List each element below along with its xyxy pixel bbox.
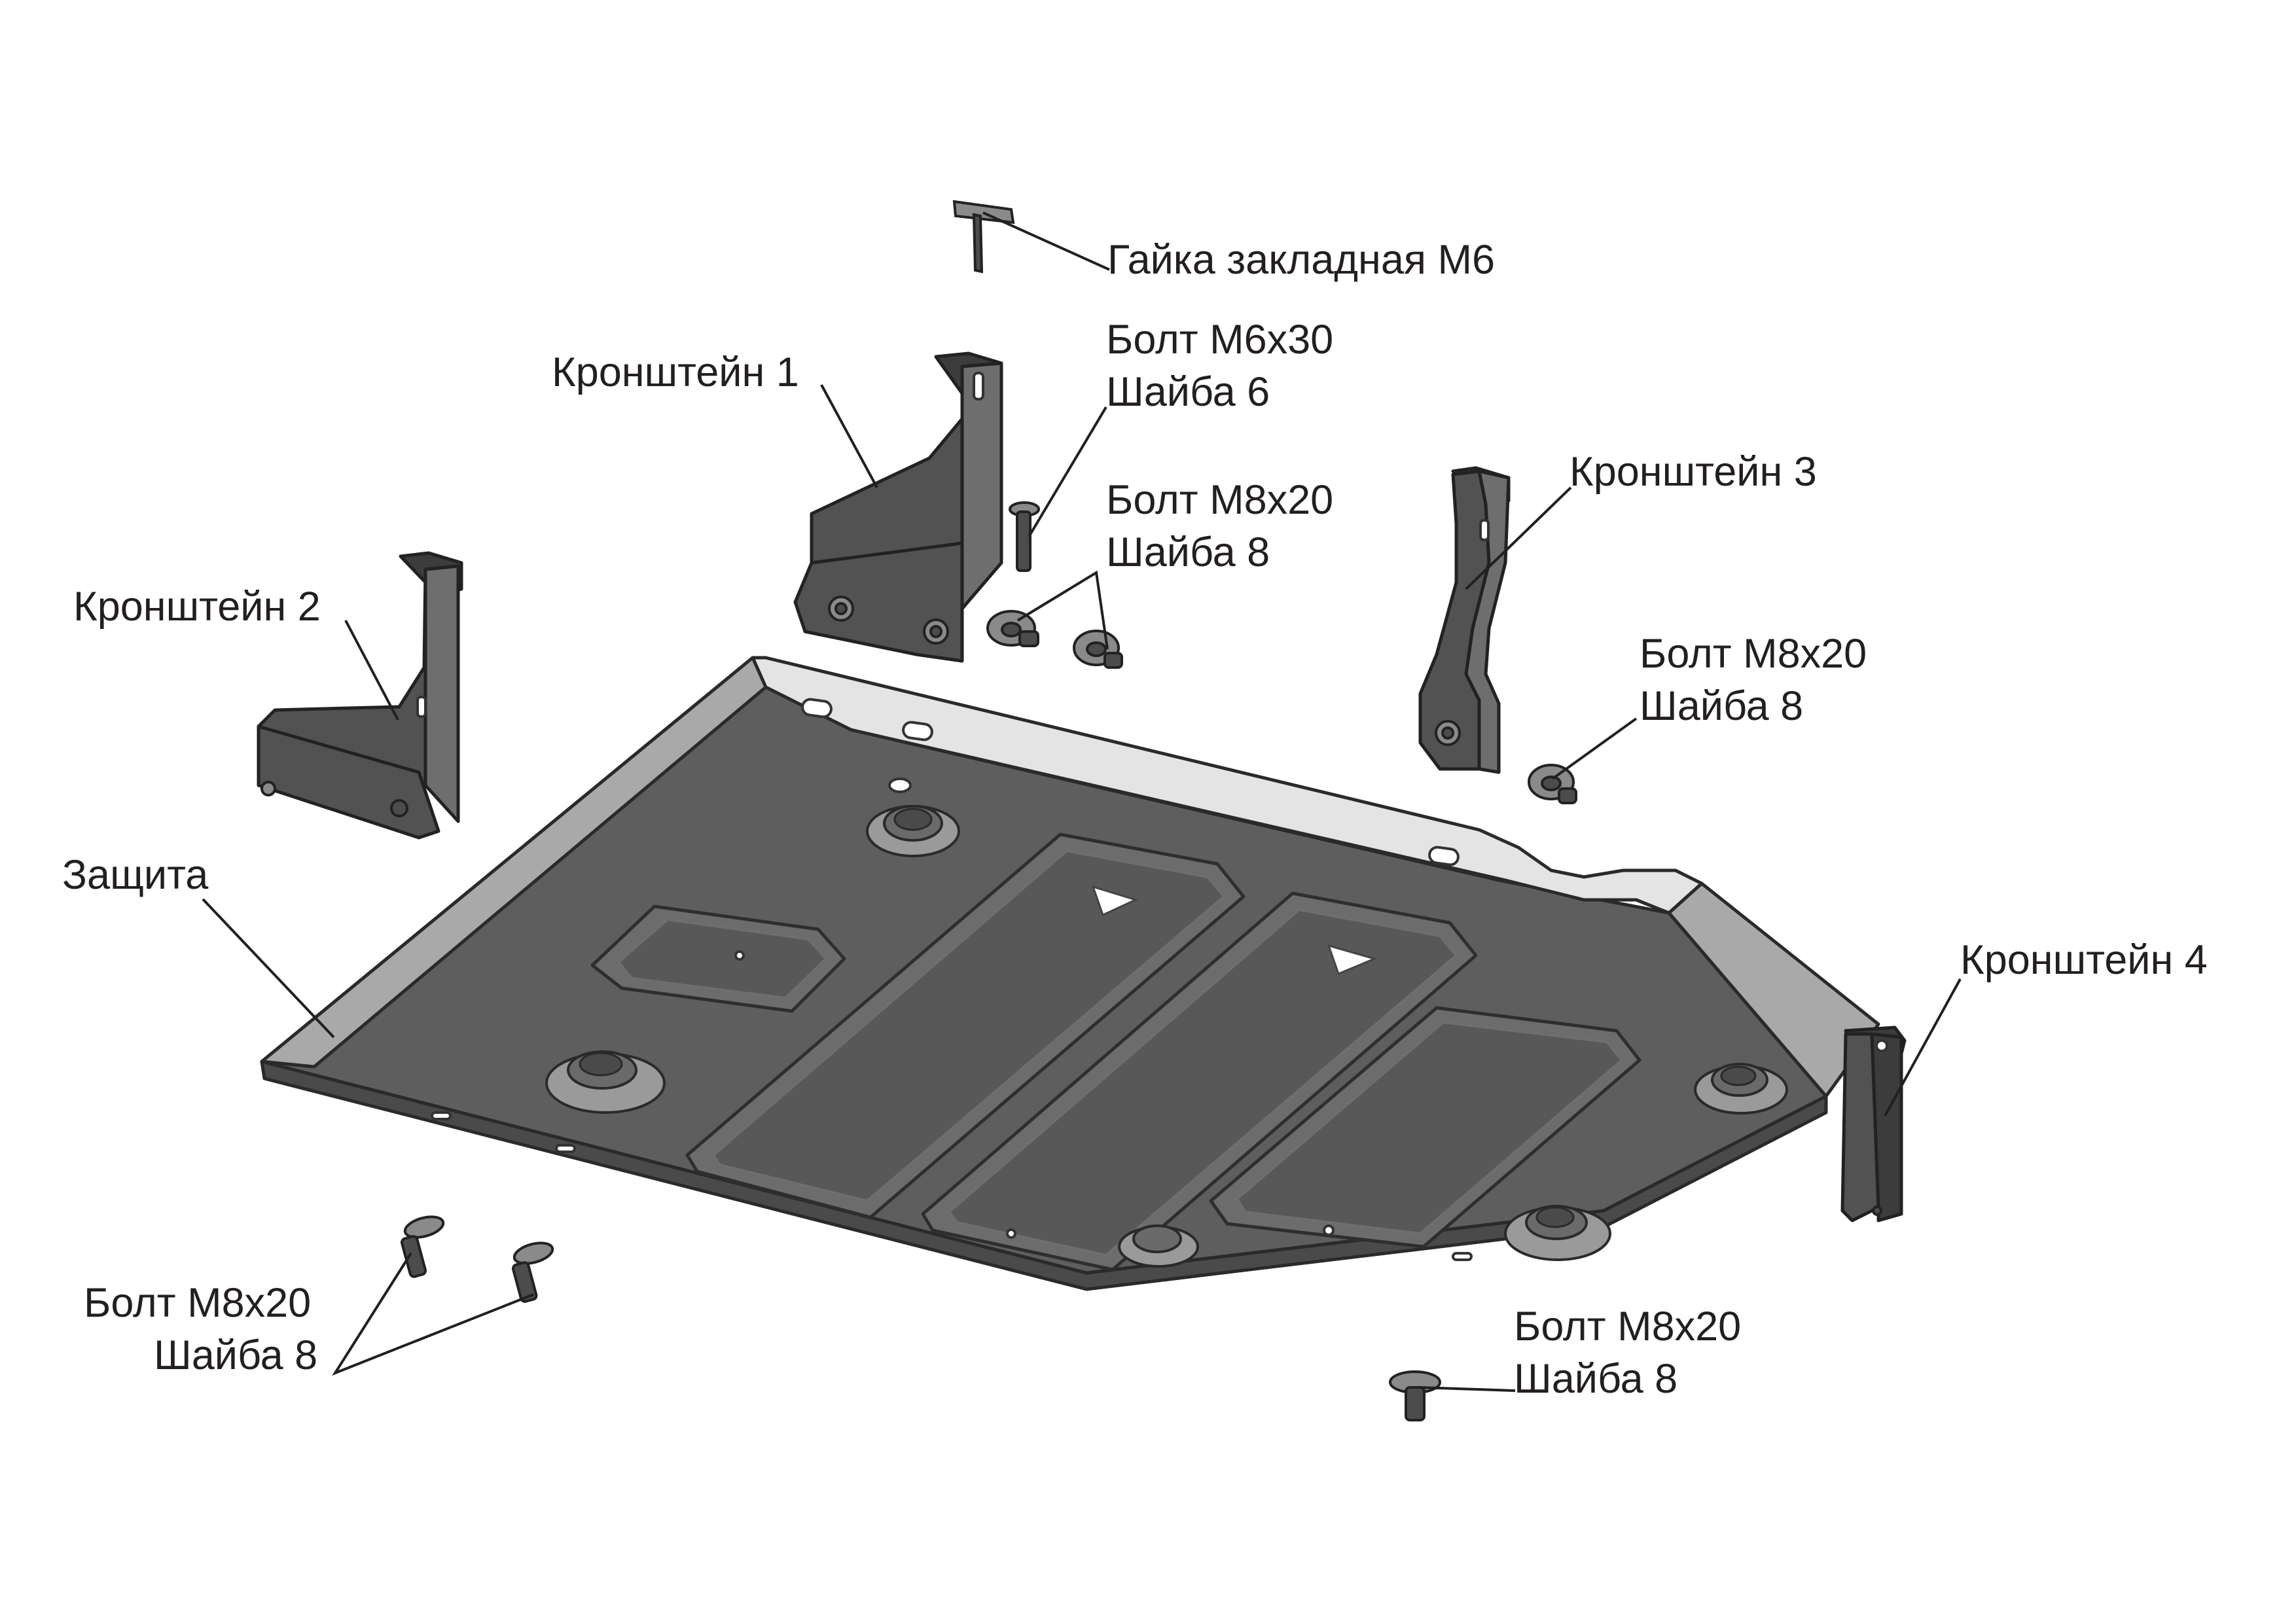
label-bolt-m8-bl-line1: Болт М8х20 — [84, 1280, 311, 1326]
label-bolt-m6-line1: Болт М6х30 — [1106, 317, 1333, 363]
label-bolt-m8-top-line2: Шайба 8 — [1106, 529, 1270, 575]
bolt-m8x20-washer — [400, 1215, 445, 1278]
skid-plate-left-wall — [260, 656, 768, 1069]
bolt-m8x20-washer — [511, 1241, 554, 1303]
mounting-boss — [545, 1050, 666, 1114]
front-slot — [431, 1111, 452, 1120]
mounting-boss — [1694, 1063, 1788, 1115]
bolt-m8x20-washer — [1073, 630, 1123, 669]
flange-slot — [1428, 846, 1460, 866]
label-guard: Защита — [62, 852, 209, 898]
bolt-m6x30 — [1009, 501, 1040, 572]
mounting-boss — [1504, 1205, 1611, 1261]
direction-arrow — [1327, 944, 1378, 975]
label-bolt-m8-br-line1: Болт М8х20 — [1514, 1304, 1741, 1349]
label-bracket-4: Кронштейн 4 — [1960, 937, 2208, 983]
leader-bracket-4 — [1884, 978, 1962, 1116]
leader-nut-m6 — [982, 211, 1110, 271]
leader-lines — [202, 211, 1962, 1392]
callout-labels: Гайка закладная М6 Кронштейн 1 Болт М6х3… — [62, 237, 2208, 1402]
bolt-m8x20-washer — [1389, 1370, 1441, 1421]
label-bracket-1: Кронштейн 1 — [552, 349, 799, 395]
flange-slot — [902, 721, 933, 741]
panel-recess-inner — [617, 918, 827, 999]
flange-slot — [801, 698, 833, 719]
label-bracket-3: Кронштейн 3 — [1570, 449, 1817, 495]
front-slot — [555, 1144, 576, 1153]
bracket-2 — [257, 551, 463, 840]
label-bolt-m8-br-line2: Шайба 8 — [1514, 1356, 1677, 1402]
skid-plate-right-wall — [1667, 882, 1880, 1098]
leader-bolt-m6 — [1028, 406, 1107, 538]
leader-bolt-m8-right — [1551, 717, 1638, 780]
leader-bracket-3 — [1465, 486, 1572, 590]
bolt-m8x20-washer — [986, 610, 1039, 647]
leader-bolt-m8-br — [1418, 1386, 1516, 1392]
mounting-boss — [866, 777, 960, 857]
leader-guard — [202, 898, 335, 1039]
stiffening-rib-inner — [948, 908, 1458, 1257]
label-bolt-m8-top-line1: Болт М8х20 — [1106, 477, 1333, 523]
skid-plate — [260, 656, 1880, 1291]
label-insert-nut-m6: Гайка закладная М6 — [1107, 237, 1495, 283]
label-bolt-m8-bl-line2: Шайба 8 — [154, 1332, 317, 1378]
leader-bolt-m8-top — [1016, 570, 1109, 650]
leader-bracket-1 — [820, 384, 878, 488]
label-bracket-2: Кронштейн 2 — [73, 584, 321, 630]
bracket-4 — [1840, 1026, 1907, 1222]
mounting-boss — [1118, 1224, 1199, 1268]
drain-hole — [1323, 1224, 1335, 1236]
panel-recess-inner — [1236, 1021, 1623, 1235]
bracket-1 — [793, 351, 1003, 663]
stiffening-rib-inner — [712, 849, 1225, 1202]
direction-arrow — [1091, 885, 1139, 917]
front-slot — [1006, 1228, 1016, 1239]
leader-bracket-2 — [344, 620, 399, 721]
label-bolt-m6-line2: Шайба 6 — [1106, 369, 1270, 415]
drain-hole — [734, 950, 745, 961]
label-bolt-m8-right-line2: Шайба 8 — [1640, 683, 1803, 729]
bolt-m8x20-washer — [1528, 764, 1577, 804]
leader-bolt-m8-bl — [332, 1252, 534, 1376]
bracket-3 — [1418, 466, 1511, 774]
label-bolt-m8-right-line1: Болт М8х20 — [1640, 631, 1867, 677]
front-slot — [1452, 1252, 1473, 1261]
